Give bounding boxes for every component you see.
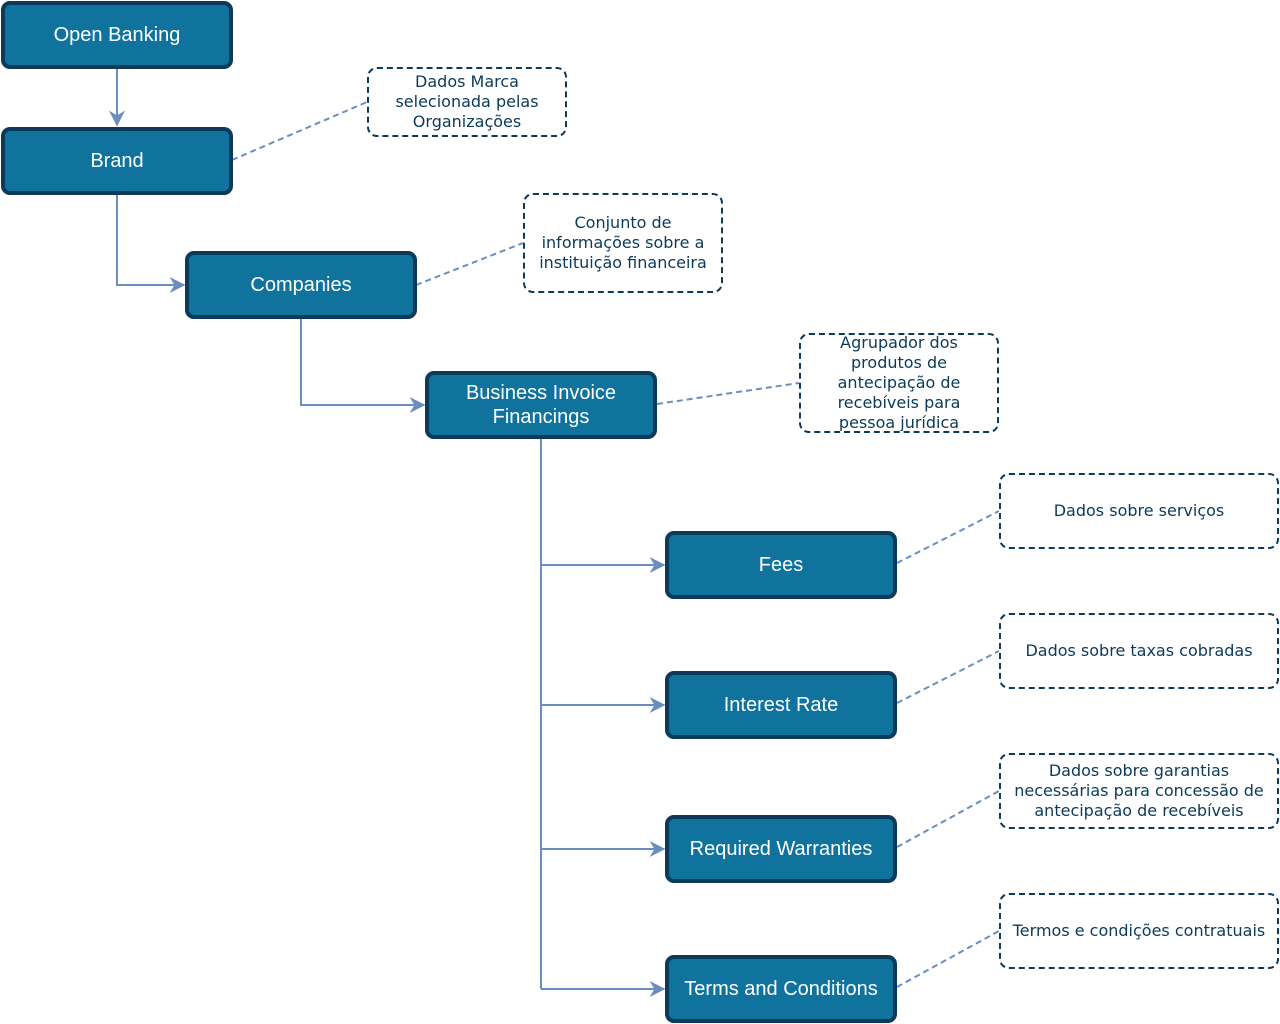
note-link-business (656, 382, 800, 405)
note-fees: Dados sobre serviços (999, 473, 1279, 549)
note-link-brand (231, 101, 368, 161)
node-business-invoice-financings[interactable]: Business Invoice Financings (425, 371, 657, 439)
note-link-companies (415, 242, 524, 286)
note-required-warranties: Dados sobre garantias necessárias para c… (999, 753, 1279, 829)
note-link-interest (896, 650, 1000, 704)
node-open-banking[interactable]: Open Banking (1, 1, 233, 69)
node-companies[interactable]: Companies (185, 251, 417, 319)
note-link-terms (896, 930, 1000, 988)
node-terms-and-conditions[interactable]: Terms and Conditions (665, 955, 897, 1023)
connector-companies-business (300, 318, 426, 413)
connector-brand-companies (116, 194, 186, 293)
node-interest-rate[interactable]: Interest Rate (665, 671, 897, 739)
node-brand[interactable]: Brand (1, 127, 233, 195)
note-terms-and-conditions: Termos e condições contratuais (999, 893, 1279, 969)
note-business-invoice-financings: Agrupador dos produtos de antecipação de… (799, 333, 999, 433)
note-companies: Conjunto de informações sobre a institui… (523, 193, 723, 293)
note-link-fees (896, 510, 1000, 564)
note-brand: Dados Marca selecionada pelas Organizaçõ… (367, 67, 567, 137)
note-link-warranties (896, 790, 1000, 848)
node-required-warranties[interactable]: Required Warranties (665, 815, 897, 883)
node-fees[interactable]: Fees (665, 531, 897, 599)
note-interest-rate: Dados sobre taxas cobradas (999, 613, 1279, 689)
